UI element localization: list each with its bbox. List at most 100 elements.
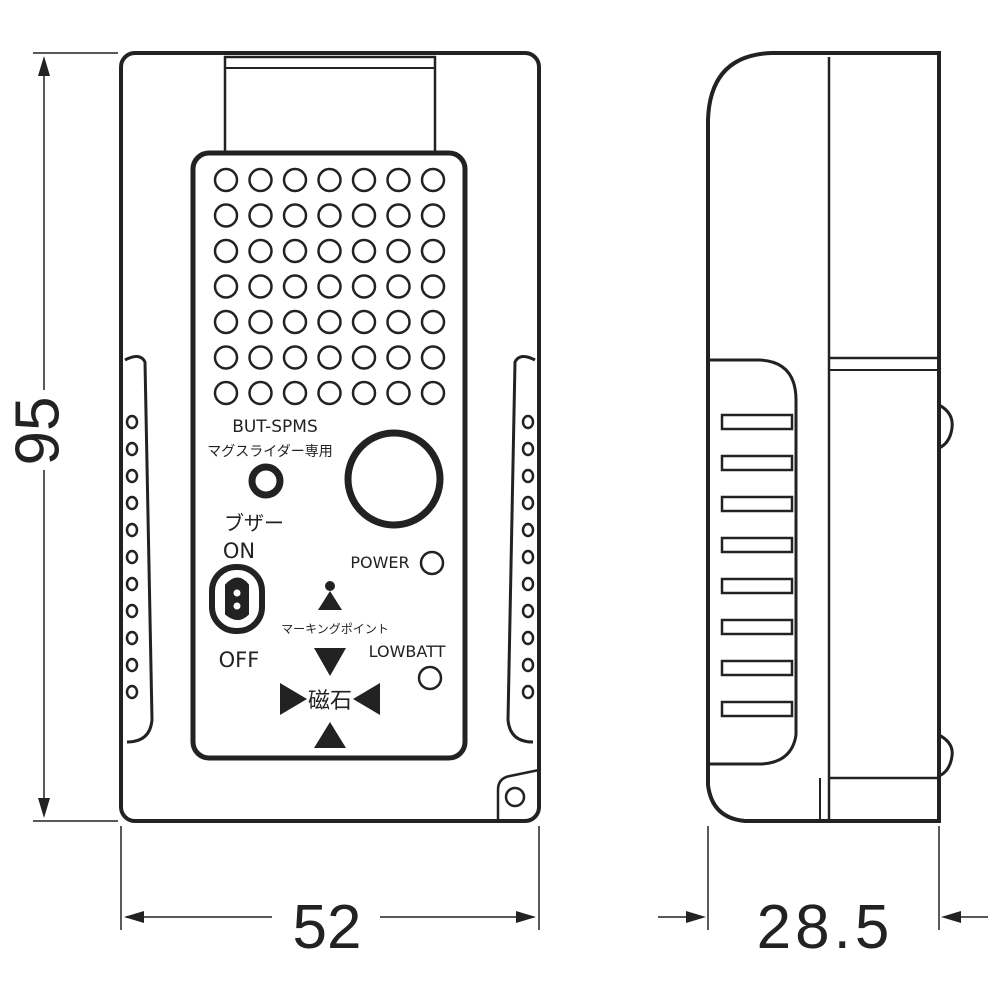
dimension-depth: 28.5 bbox=[757, 893, 894, 962]
power-led bbox=[419, 550, 445, 576]
speaker-hole bbox=[213, 309, 239, 335]
side-view bbox=[706, 51, 954, 823]
speaker-hole bbox=[420, 380, 446, 406]
speaker-hole bbox=[351, 345, 377, 370]
grip-ribs bbox=[125, 414, 535, 700]
speaker-hole bbox=[317, 238, 342, 264]
speaker-hole bbox=[317, 274, 342, 299]
speaker-hole bbox=[351, 203, 377, 228]
bottom-bump bbox=[938, 733, 954, 778]
model-label: BUT-SPMS bbox=[232, 417, 318, 437]
grip-rib bbox=[521, 495, 535, 511]
speaker-hole bbox=[386, 309, 411, 335]
speaker-hole bbox=[248, 380, 273, 406]
lowbatt-led bbox=[417, 665, 443, 691]
main-button[interactable] bbox=[344, 429, 444, 529]
speaker-hole bbox=[248, 238, 273, 264]
speaker-hole bbox=[213, 238, 239, 264]
speaker-hole bbox=[317, 203, 342, 228]
speaker-hole bbox=[248, 345, 273, 370]
buzzer-switch[interactable] bbox=[209, 564, 265, 634]
speaker-hole bbox=[386, 274, 411, 299]
screw-hole bbox=[496, 768, 540, 821]
side-rib bbox=[720, 536, 794, 554]
grip-rib bbox=[521, 468, 535, 484]
arrow-right-icon bbox=[280, 683, 307, 715]
side-rib bbox=[720, 454, 794, 472]
side-grip-ribs bbox=[720, 413, 794, 718]
magnet-label: 磁石 bbox=[308, 689, 352, 714]
marking-dot bbox=[325, 581, 335, 591]
grip-rib bbox=[521, 522, 535, 538]
grip-rib bbox=[125, 522, 139, 538]
speaker-hole bbox=[248, 309, 273, 335]
marking-point-label: マーキングポイント bbox=[281, 622, 389, 636]
speaker-hole bbox=[317, 309, 342, 335]
speaker-hole bbox=[213, 167, 239, 193]
grip-rib bbox=[125, 414, 139, 430]
top-bump bbox=[938, 403, 954, 450]
speaker-hole bbox=[386, 345, 411, 370]
lowbatt-label: LOWBATT bbox=[369, 642, 446, 661]
grip-rib bbox=[125, 657, 139, 673]
front-view bbox=[119, 51, 541, 823]
model-subtitle: マグスライダー専用 bbox=[207, 444, 332, 460]
speaker-hole bbox=[386, 167, 411, 193]
speaker-hole bbox=[282, 345, 308, 370]
speaker-hole bbox=[248, 274, 273, 299]
grip-rib bbox=[125, 630, 139, 646]
speaker-hole bbox=[420, 345, 446, 370]
indicator-hole bbox=[248, 463, 284, 499]
dimension-lines bbox=[33, 52, 988, 930]
speaker-hole bbox=[351, 380, 377, 406]
dimension-width: 52 bbox=[293, 893, 362, 962]
front-body-outline bbox=[119, 51, 541, 823]
speaker-hole bbox=[282, 203, 308, 228]
right-grip bbox=[506, 355, 536, 744]
speaker-hole bbox=[351, 238, 377, 264]
grip-rib bbox=[125, 441, 139, 457]
speaker-hole bbox=[420, 238, 446, 264]
grip-rib bbox=[125, 576, 139, 592]
speaker-hole bbox=[248, 167, 273, 193]
grip-rib bbox=[125, 495, 139, 511]
side-rib bbox=[720, 618, 794, 636]
grip-rib bbox=[125, 684, 139, 700]
arrow-up-icon bbox=[318, 591, 342, 610]
grip-rib bbox=[521, 549, 535, 565]
side-rib bbox=[720, 413, 794, 431]
speaker-hole bbox=[386, 380, 411, 406]
speaker-hole bbox=[282, 309, 308, 335]
grip-rib bbox=[521, 441, 535, 457]
grip-rib bbox=[521, 684, 535, 700]
dimension-height: 95 bbox=[3, 397, 72, 466]
face-panel bbox=[190, 150, 468, 761]
grip-rib bbox=[125, 549, 139, 565]
arrow-up-bottom-icon bbox=[314, 722, 346, 748]
grip-rib bbox=[521, 603, 535, 619]
speaker-hole bbox=[213, 345, 239, 370]
speaker-hole bbox=[213, 380, 239, 406]
speaker-hole bbox=[351, 274, 377, 299]
speaker-hole bbox=[282, 238, 308, 264]
speaker-hole bbox=[420, 167, 446, 193]
speaker-grille bbox=[213, 167, 446, 406]
grip-rib bbox=[521, 576, 535, 592]
side-body-outline bbox=[706, 51, 941, 823]
speaker-hole bbox=[282, 380, 308, 406]
speaker-hole bbox=[386, 203, 411, 228]
left-grip bbox=[124, 355, 154, 744]
speaker-hole bbox=[351, 309, 377, 335]
grip-rib bbox=[125, 603, 139, 619]
grip-rib bbox=[125, 468, 139, 484]
arrow-left-icon bbox=[353, 683, 380, 715]
grip-rib bbox=[521, 630, 535, 646]
speaker-hole bbox=[282, 167, 308, 193]
speaker-hole bbox=[248, 203, 273, 228]
speaker-hole bbox=[282, 274, 308, 299]
grip-rib bbox=[521, 657, 535, 673]
side-rib bbox=[720, 577, 794, 595]
side-grip-panel bbox=[710, 358, 798, 766]
speaker-hole bbox=[386, 238, 411, 264]
